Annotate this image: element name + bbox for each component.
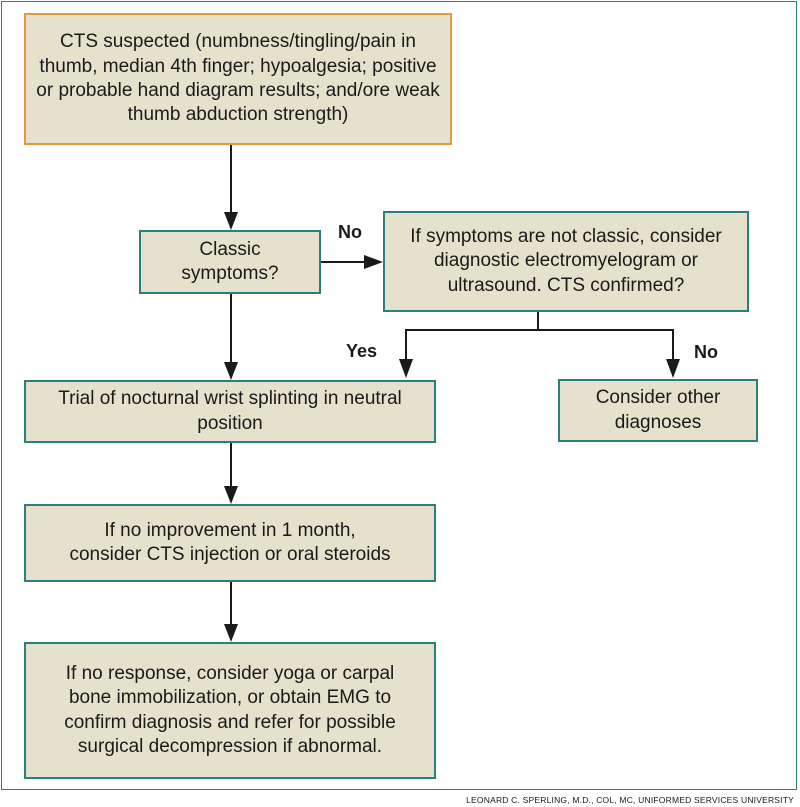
connector-emg-branch bbox=[405, 312, 539, 361]
arrowhead-to-final bbox=[224, 624, 238, 642]
arrowhead-to-emg bbox=[364, 255, 383, 269]
arrowhead-to-classic bbox=[224, 212, 238, 230]
node-emg-ultrasound-text: If symptoms are not classic, consider di… bbox=[410, 226, 722, 296]
diagram-frame bbox=[1, 1, 797, 790]
node-final-step: If no response, consider yoga or carpal … bbox=[24, 642, 436, 779]
arrowhead-to-splint bbox=[224, 362, 238, 380]
edge-label-no-classic: No bbox=[338, 222, 362, 242]
arrowhead-yes bbox=[399, 359, 413, 378]
node-injection-steroids-text: If no improvement in 1 month, consider C… bbox=[69, 519, 391, 565]
node-wrist-splinting-text: Trial of nocturnal wrist splinting in ne… bbox=[58, 388, 402, 434]
edge-label-yes-confirmed: Yes bbox=[346, 341, 378, 361]
node-injection-steroids: If no improvement in 1 month, consider C… bbox=[24, 504, 436, 582]
node-classic-symptoms: Classic symptoms? bbox=[139, 230, 321, 294]
node-other-diagnoses-text: Consider other diagnoses bbox=[595, 387, 721, 433]
node-final-step-text: If no response, consider yoga or carpal … bbox=[64, 662, 396, 757]
image-credit: LEONARD C. SPERLING, M.D., COL, MC, UNIF… bbox=[466, 795, 794, 805]
node-wrist-splinting: Trial of nocturnal wrist splinting in ne… bbox=[24, 380, 436, 443]
node-classic-symptoms-text: Classic symptoms? bbox=[181, 238, 279, 284]
node-emg-ultrasound: If symptoms are not classic, consider di… bbox=[383, 211, 749, 312]
arrowhead-no bbox=[666, 359, 680, 378]
edge-label-no-confirmed: No bbox=[694, 342, 718, 362]
node-cts-suspected: CTS suspected (numbness/tingling/pain in… bbox=[24, 13, 452, 145]
connector-emg-branch-no bbox=[538, 329, 674, 361]
node-cts-suspected-text: CTS suspected (numbness/tingling/pain in… bbox=[36, 31, 440, 126]
node-other-diagnoses: Consider other diagnoses bbox=[558, 379, 758, 442]
arrowhead-to-injection bbox=[224, 486, 238, 504]
